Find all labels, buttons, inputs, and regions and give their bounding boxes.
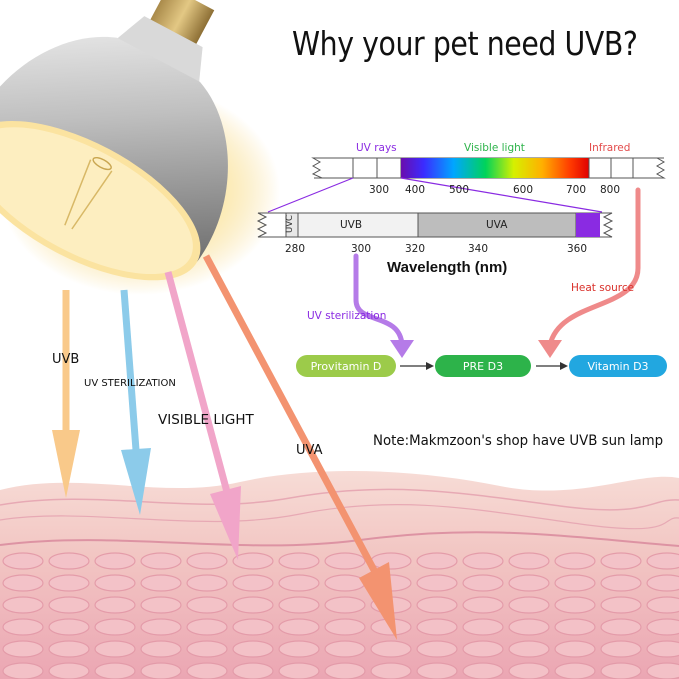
vitamin-d3-node: Vitamin D3 — [569, 355, 667, 377]
pre-d3-node: PRE D3 — [435, 355, 531, 377]
spectrum-top-bar — [267, 157, 666, 213]
provitamin-d-node: Provitamin D — [296, 355, 396, 377]
visible-light-ray-label: VISIBLE LIGHT — [158, 412, 254, 428]
bottom-tick-320: 320 — [405, 243, 426, 255]
top-tick-600: 600 — [513, 184, 534, 196]
page-title: Why your pet need UVB? — [292, 24, 638, 63]
top-tick-700: 700 — [566, 184, 587, 196]
bottom-tick-300: 300 — [351, 243, 372, 255]
wavelength-axis-label: Wavelength (nm) — [387, 259, 508, 276]
uv-rays-label: UV rays — [356, 142, 397, 154]
spectrum-bottom-bar — [256, 212, 614, 238]
skin-layer — [0, 470, 679, 679]
uva-band-label: UVA — [486, 219, 508, 231]
top-tick-400: 400 — [405, 184, 426, 196]
uv-sterilization-flow-label: UV sterilization — [307, 310, 387, 322]
top-tick-800: 800 — [600, 184, 621, 196]
ray-uv-sterilization — [120, 289, 151, 515]
bottom-tick-340: 340 — [468, 243, 489, 255]
uvc-label: UVC — [284, 215, 295, 233]
ray-visible-light — [164, 271, 241, 560]
bottom-tick-360: 360 — [567, 243, 588, 255]
ray-uvb — [52, 290, 80, 498]
uvb-lamp — [0, 0, 228, 281]
visible-light-label: Visible light — [464, 142, 525, 154]
heat-source-label: Heat source — [571, 282, 635, 294]
ray-uva — [202, 254, 397, 640]
uva-ray-label: UVA — [296, 443, 323, 458]
infrared-label: Infrared — [589, 142, 631, 154]
uv-sterilization-ray-label: UV STERILIZATION — [84, 378, 176, 389]
bottom-tick-280: 280 — [285, 243, 306, 255]
shop-note: Note:Makmzoon's shop have UVB sun lamp — [373, 433, 664, 449]
top-tick-500: 500 — [449, 184, 470, 196]
flow-arrows — [353, 187, 641, 370]
uvb-band-label: UVB — [340, 219, 363, 231]
uvb-ray-label: UVB — [52, 352, 80, 367]
top-tick-300: 300 — [369, 184, 390, 196]
